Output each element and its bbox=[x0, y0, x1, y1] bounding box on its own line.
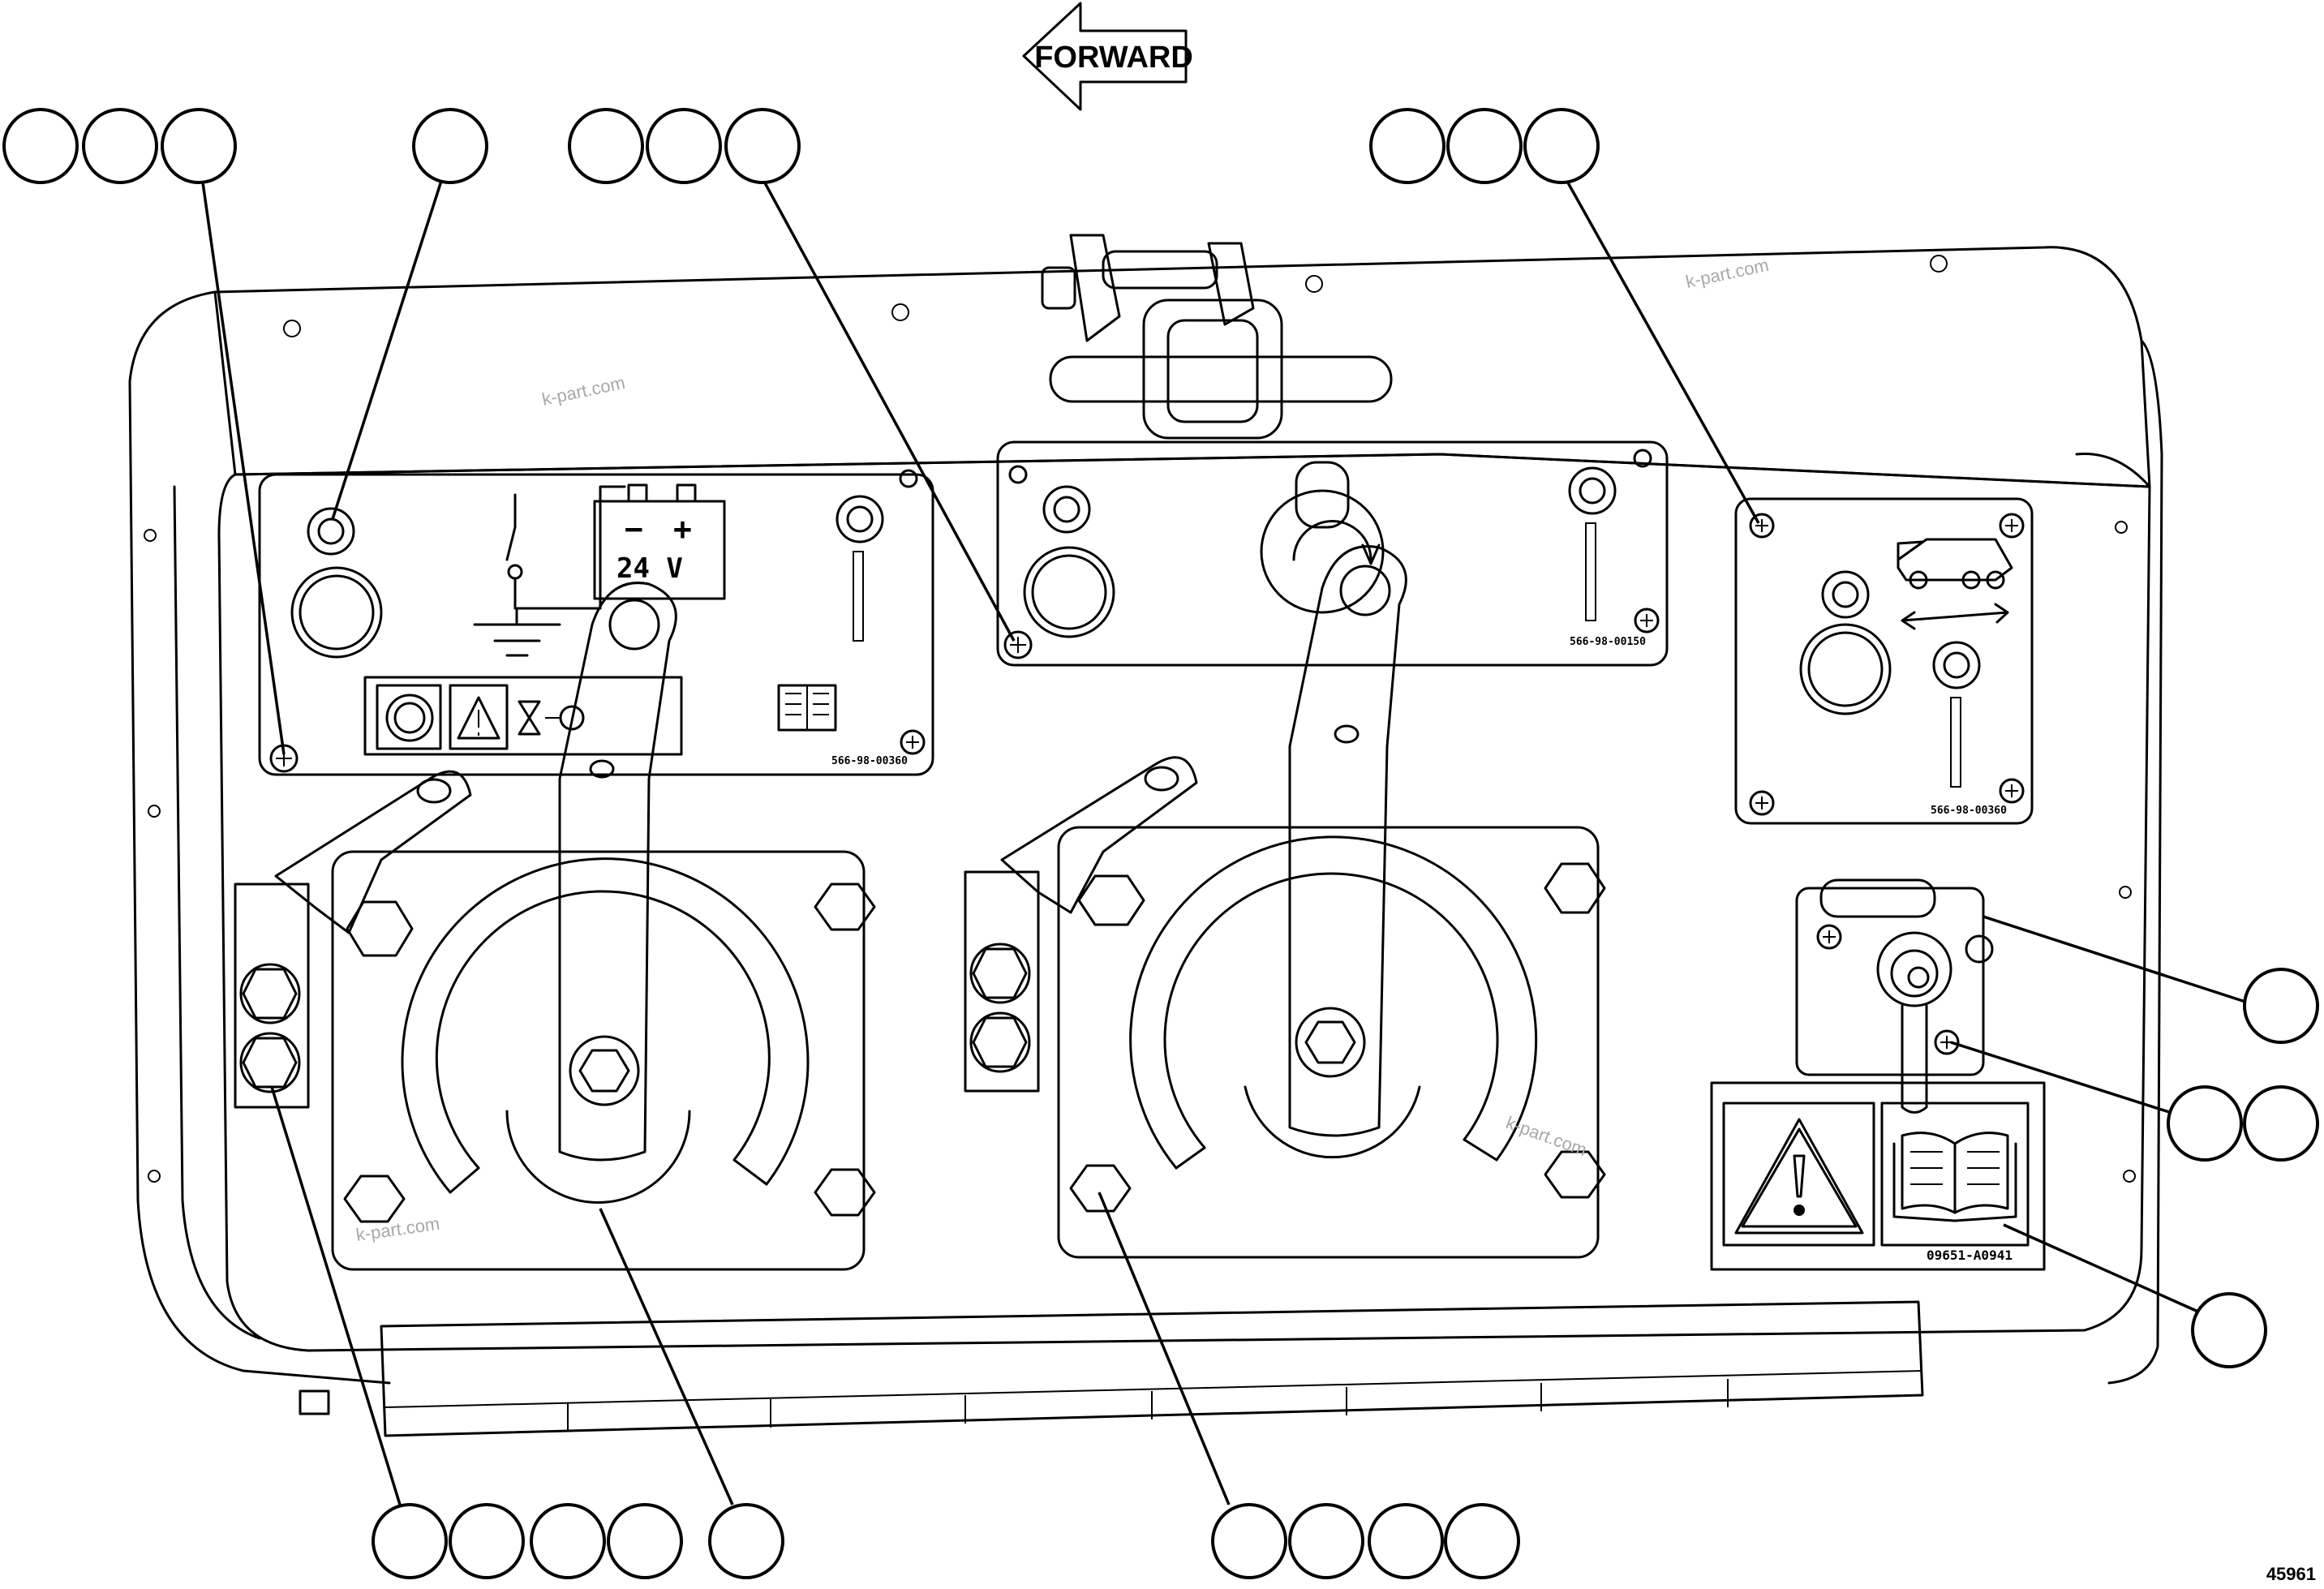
warning-triangle-icon bbox=[1734, 1118, 1864, 1235]
center-lever-assembly bbox=[964, 545, 1606, 1259]
callout-bubble bbox=[530, 1503, 606, 1579]
battery-plus: + bbox=[673, 511, 692, 547]
forward-label: FORWARD bbox=[1034, 41, 1193, 75]
callout-bubble bbox=[568, 108, 644, 184]
manual-book-icon bbox=[1892, 1132, 2017, 1222]
double-arrow-icon bbox=[1901, 603, 2009, 630]
battery-minus: − bbox=[625, 511, 643, 547]
warning-triangle-icon bbox=[449, 684, 509, 750]
dump-truck-icon bbox=[1897, 538, 2013, 590]
console-housing bbox=[128, 246, 2163, 1437]
callout-bubble bbox=[646, 108, 722, 184]
callout-bubble bbox=[449, 1503, 525, 1579]
callout-bubble bbox=[82, 108, 158, 184]
rotation-icon bbox=[1260, 461, 1385, 614]
leader-lines bbox=[201, 178, 2246, 1505]
decal-code: 09651-A0941 bbox=[1927, 1248, 2013, 1263]
watermark: k-part.com bbox=[354, 1213, 440, 1245]
warning-decal: 09651-A0941 bbox=[1710, 1081, 2046, 1271]
ground-icon bbox=[473, 607, 561, 657]
callout-bubble bbox=[1446, 108, 1523, 184]
callout-bubble bbox=[2, 108, 79, 184]
hourglass-icon bbox=[518, 700, 585, 736]
callout-bubble bbox=[161, 108, 237, 184]
lock-assembly bbox=[1795, 878, 1994, 1114]
callout-bubble bbox=[708, 1503, 784, 1579]
callout-bubble bbox=[724, 108, 801, 184]
switch-icon bbox=[505, 485, 626, 610]
left-switch-plate: − + 24 V 566-98-00360 bbox=[258, 469, 934, 776]
callout-bubbles bbox=[2, 108, 2319, 1579]
figure-number: 45961 bbox=[2266, 1564, 2316, 1584]
callout-bubble bbox=[1444, 1503, 1520, 1579]
left-lever-assembly bbox=[234, 582, 876, 1271]
watermark: k-part.com bbox=[1684, 255, 1771, 292]
callout-bubble bbox=[412, 108, 488, 184]
callout-bubble bbox=[2167, 1085, 2243, 1162]
right-switch-plate: 566-98-00360 bbox=[1734, 497, 2034, 825]
callout-bubble bbox=[1288, 1503, 1364, 1579]
hex-bolt-icon bbox=[343, 883, 876, 1223]
battery-voltage-label: 24 V bbox=[616, 552, 683, 585]
callout-bubble bbox=[2243, 968, 2319, 1044]
watermark: k-part.com bbox=[1503, 1112, 1589, 1160]
callout-bubble bbox=[1523, 108, 1600, 184]
top-latch bbox=[1041, 234, 1393, 440]
plate-code-left: 566-98-00360 bbox=[831, 755, 908, 767]
callout-bubble bbox=[2243, 1085, 2319, 1162]
callout-bubble bbox=[2191, 1292, 2267, 1368]
center-switch-plate: 566-98-00150 bbox=[996, 440, 1669, 667]
plate-code-right: 566-98-00360 bbox=[1931, 805, 2007, 817]
battery-icon: − + 24 V bbox=[593, 483, 726, 600]
callout-bubble bbox=[1369, 108, 1446, 184]
callout-bubble bbox=[1368, 1503, 1444, 1579]
plate-code-center: 566-98-00150 bbox=[1570, 636, 1646, 648]
callout-bubble bbox=[372, 1503, 448, 1579]
callout-bubble bbox=[1211, 1503, 1287, 1579]
forward-arrow-icon: FORWARD bbox=[1022, 2, 1193, 111]
manual-book-icon bbox=[777, 684, 837, 732]
callout-bubble bbox=[607, 1503, 683, 1579]
watermark: k-part.com bbox=[540, 372, 627, 410]
